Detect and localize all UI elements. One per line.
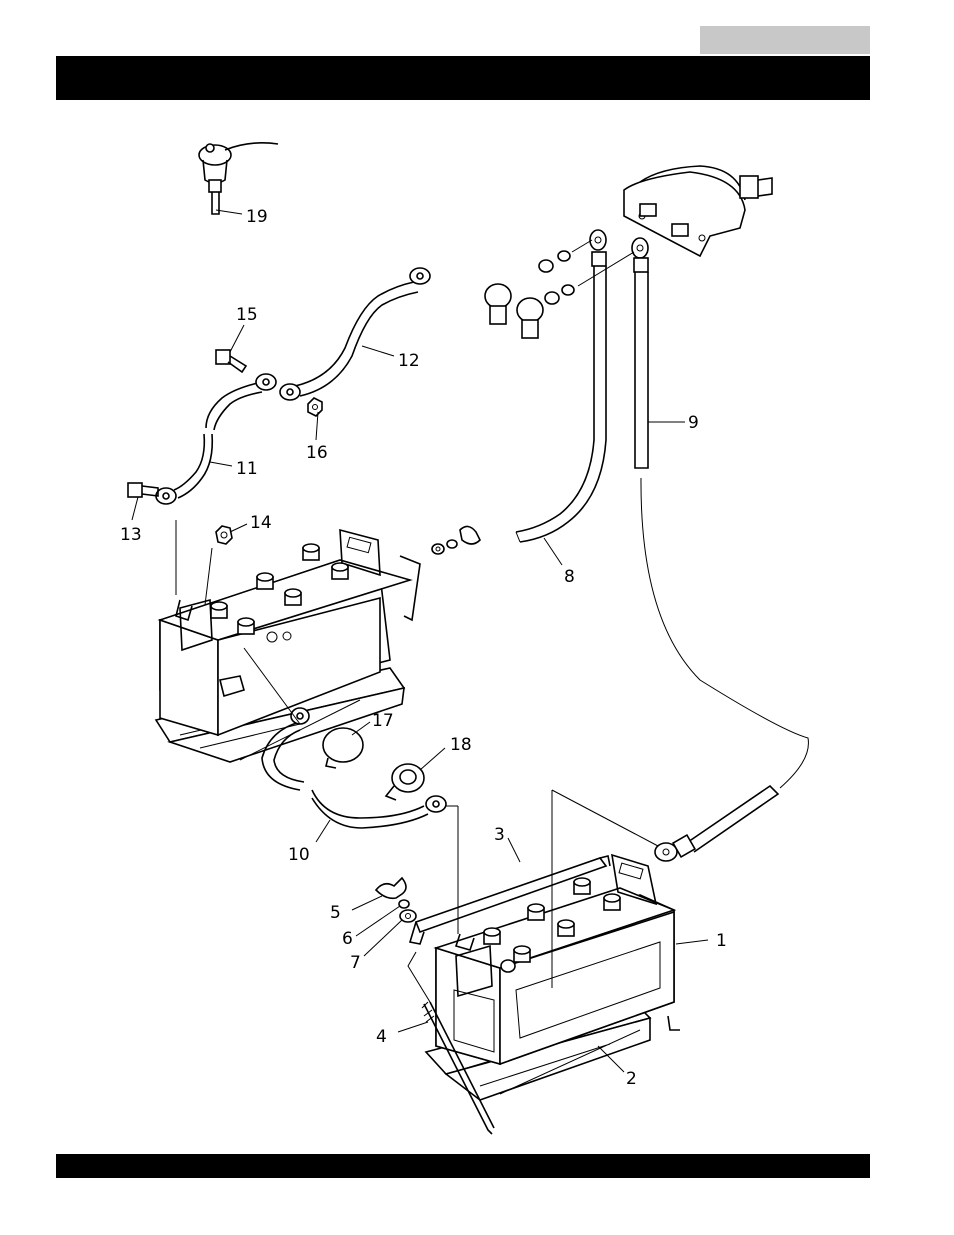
callout-1: 1 <box>716 931 727 951</box>
bolt-15 <box>216 350 246 372</box>
callout-12: 12 <box>398 351 420 371</box>
cable-8 <box>516 252 606 542</box>
callout-9: 9 <box>688 413 699 433</box>
washer-7 <box>400 910 416 922</box>
boots-small-pair <box>485 284 543 338</box>
callout-8: 8 <box>564 567 575 587</box>
cable-9 <box>634 258 808 861</box>
washer-6 <box>399 900 409 908</box>
callout-17: 17 <box>372 711 394 731</box>
callout-15: 15 <box>236 305 258 325</box>
part-19-switch <box>199 143 278 214</box>
callout-19: 19 <box>246 207 268 227</box>
boot-18 <box>386 764 424 800</box>
wingnut-5 <box>376 878 406 898</box>
callout-6: 6 <box>342 929 353 949</box>
cable-12 <box>280 268 430 400</box>
callout-13: 13 <box>120 525 142 545</box>
bolt-13 <box>128 483 158 497</box>
cable-11 <box>156 374 276 504</box>
callout-14: 14 <box>250 513 272 533</box>
nut-14 <box>216 526 232 544</box>
callout-3: 3 <box>494 825 505 845</box>
callout-4: 4 <box>376 1027 387 1047</box>
callout-2: 2 <box>626 1069 637 1089</box>
callout-5: 5 <box>330 903 341 923</box>
callout-18: 18 <box>450 735 472 755</box>
boot-17 <box>323 728 363 768</box>
footer-bar <box>56 1154 870 1178</box>
battery-lower <box>426 855 680 1100</box>
washer-nut-wingnut-upper <box>432 526 480 554</box>
callout-16: 16 <box>306 443 328 463</box>
callout-7: 7 <box>350 953 361 973</box>
nut-16 <box>308 398 322 416</box>
callout-10: 10 <box>288 845 310 865</box>
callout-11: 11 <box>236 459 258 479</box>
